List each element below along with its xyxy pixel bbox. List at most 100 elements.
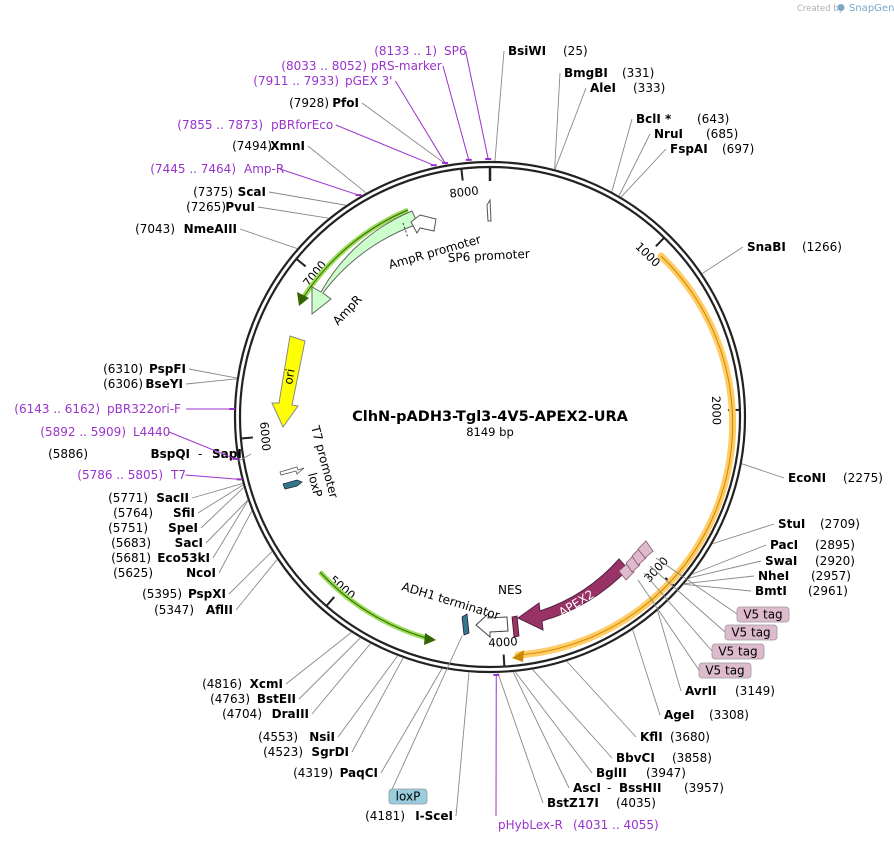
feature-loxp-bottom[interactable]: [461, 613, 470, 636]
feature-ampr-promoter[interactable]: [410, 214, 437, 235]
site-position: (3149): [735, 684, 775, 698]
site-name[interactable]: AleI: [590, 81, 616, 95]
site-name[interactable]: SpeI: [168, 521, 198, 535]
leader-line: [741, 463, 785, 479]
site-name[interactable]: AflII: [206, 603, 233, 617]
primer-name[interactable]: pBR322ori-F: [107, 402, 181, 416]
v5-segment[interactable]: [637, 540, 654, 559]
feature-ura-arc-outline: [517, 255, 734, 656]
site-name[interactable]: PacI: [770, 538, 798, 552]
site-position: (2895): [815, 538, 855, 552]
site-name[interactable]: XcmI: [250, 677, 283, 691]
site-name[interactable]: BseYI: [145, 377, 183, 391]
site-name[interactable]: NruI: [654, 127, 683, 141]
feature-ori[interactable]: [271, 335, 306, 428]
site-dash: -: [607, 781, 611, 795]
primer-name[interactable]: SP6: [444, 44, 467, 58]
leader-line: [188, 368, 238, 379]
site-name[interactable]: SnaBI: [747, 240, 786, 254]
leader-line: [191, 483, 243, 499]
primer-name[interactable]: pHybLex-R: [498, 818, 563, 832]
site-name[interactable]: BmtI: [755, 584, 787, 598]
leader-line: [554, 72, 561, 170]
site-name[interactable]: AvrII: [685, 684, 717, 698]
site-name[interactable]: PvuI: [225, 200, 255, 214]
site-name[interactable]: SwaI: [765, 554, 797, 568]
site-name[interactable]: NheI: [758, 569, 789, 583]
tag-box[interactable]: [388, 788, 428, 805]
tag-label: V5 tag: [718, 645, 757, 659]
site-position: (5764): [113, 506, 153, 520]
site-position: (5681): [111, 551, 151, 565]
primer-name[interactable]: L4440: [133, 425, 170, 439]
primer-name[interactable]: pGEX 3': [345, 74, 392, 88]
site-name-2[interactable]: BssHII: [619, 781, 661, 795]
leader-line: [239, 228, 298, 250]
site-name[interactable]: PaqCI: [340, 766, 378, 780]
feature-apex2[interactable]: [517, 558, 629, 631]
site-name[interactable]: XmnI: [270, 139, 305, 153]
site-name[interactable]: SacII: [156, 491, 189, 505]
site-name[interactable]: ScaI: [238, 185, 266, 199]
feature-ura-arc[interactable]: [514, 252, 737, 659]
leader-line: [285, 631, 352, 685]
site-labels-right: BsiWI(25)BmgBI(331)AleI(333)BclI *(643)N…: [508, 44, 883, 810]
site-name[interactable]: StuI: [778, 517, 805, 531]
tag-box[interactable]: [724, 624, 778, 641]
site-position: (3308): [709, 708, 749, 722]
site-name[interactable]: AscI: [573, 781, 601, 795]
leader-line: [494, 50, 505, 162]
site-position: (7494): [232, 139, 272, 153]
leader-line: [237, 453, 252, 462]
site-name[interactable]: PspFI: [149, 362, 186, 376]
site-name[interactable]: BstEII: [257, 692, 296, 706]
site-name[interactable]: KflI: [640, 730, 663, 744]
site-name[interactable]: BmgBI: [564, 66, 608, 80]
feature-nes[interactable]: [511, 615, 520, 638]
site-position: (5886): [48, 447, 88, 461]
feature-loxp-left[interactable]: [282, 479, 303, 490]
tag-box[interactable]: [698, 662, 752, 679]
primer-name[interactable]: T7: [170, 468, 186, 482]
leader-line: [512, 671, 570, 789]
primer-name[interactable]: pBRforEco: [271, 118, 333, 132]
site-position: (2957): [811, 569, 851, 583]
site-position: (5683): [111, 536, 151, 550]
primer-name[interactable]: Amp-R: [244, 162, 284, 176]
site-position: (4035): [616, 796, 656, 810]
site-name[interactable]: SfiI: [173, 506, 195, 520]
leader-line: [205, 499, 249, 544]
site-name[interactable]: NcoI: [186, 566, 216, 580]
feature-adh1-terminator[interactable]: [475, 611, 509, 639]
site-name[interactable]: BclI *: [636, 112, 672, 126]
site-name[interactable]: NmeAIII: [184, 222, 237, 236]
site-name[interactable]: BglII: [596, 766, 627, 780]
site-name[interactable]: EcoNI: [788, 471, 826, 485]
site-name[interactable]: BbvCI: [616, 751, 655, 765]
tag-box[interactable]: [711, 643, 765, 660]
site-name[interactable]: AgeI: [664, 708, 694, 722]
site-name[interactable]: Eco53kI: [157, 551, 210, 565]
site-name-2[interactable]: SapI: [212, 447, 242, 461]
site-name[interactable]: BsiWI: [508, 44, 546, 58]
site-name[interactable]: BstZ17I: [547, 796, 599, 810]
tag-box[interactable]: [736, 606, 790, 623]
primer-range: (4031 .. 4055): [573, 818, 659, 832]
site-name[interactable]: SgrDI: [311, 745, 349, 759]
site-name[interactable]: PspXI: [188, 587, 226, 601]
feature-ampr[interactable]: [311, 210, 419, 316]
site-name[interactable]: PfoI: [332, 96, 359, 110]
site-name[interactable]: DraIII: [272, 707, 309, 721]
primer-name[interactable]: pRS-marker: [371, 59, 442, 73]
leader-line: [197, 484, 244, 514]
site-name[interactable]: SacI: [175, 536, 203, 550]
feature-sp6-promoter[interactable]: [486, 198, 492, 222]
site-name[interactable]: I-SceI: [415, 809, 453, 823]
site-position: (25): [563, 44, 588, 58]
feature-t7-promoter[interactable]: [279, 466, 305, 476]
site-position: (331): [622, 66, 654, 80]
site-name[interactable]: BspQI: [150, 447, 190, 461]
site-name[interactable]: NsiI: [309, 730, 335, 744]
leader-line: [620, 148, 667, 198]
site-name[interactable]: FspAI: [670, 142, 708, 156]
